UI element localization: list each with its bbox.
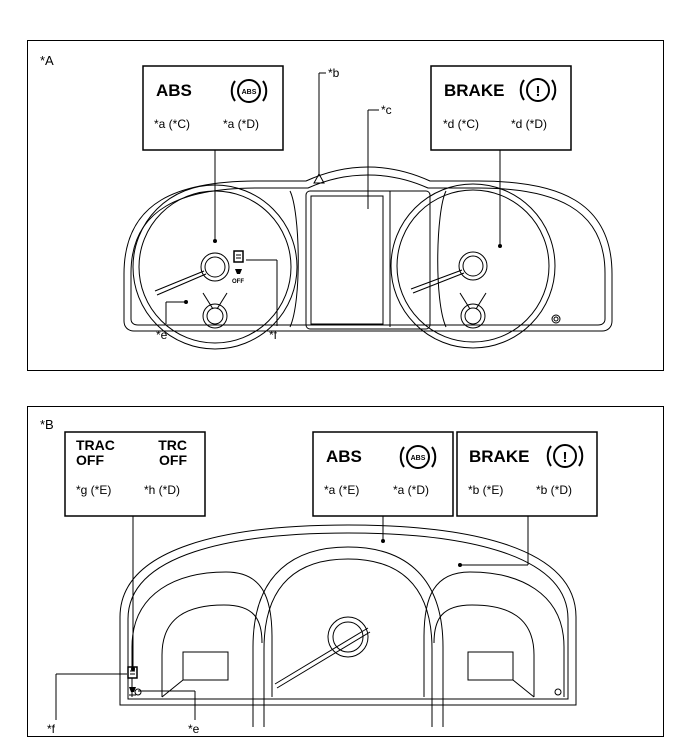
brake-title: BRAKE — [444, 81, 504, 100]
abs-right-label-b: *a (*D) — [393, 483, 429, 497]
instrument-cluster-b — [119, 524, 577, 727]
abs-warning-icon: ABS — [230, 79, 268, 103]
panel-a: *A ABS ABS *a (*C) *a (*D) BRAKE ! — [27, 40, 664, 371]
abs-indicator-box: ABS ABS *a (*C) *a (*D) — [142, 65, 284, 151]
brake-title-b: BRAKE — [469, 447, 529, 466]
brake-warning-icon-b: ! — [546, 444, 584, 468]
brake-indicator-box-b: BRAKE ! *b (*E) *b (*D) — [456, 431, 598, 517]
panel-a-tag: *A — [40, 53, 54, 68]
trc-off-title-2: OFF — [159, 452, 187, 468]
panel-b-drawing: *B TRAC OFF TRC OFF *g (*E) *h (*D) ABS … — [40, 417, 598, 736]
callout-e-b: *e — [188, 722, 200, 736]
vsc-off-indicator-icon: OFF — [232, 269, 244, 285]
abs-left-label-b: *a (*E) — [324, 483, 359, 497]
abs-left-label: *a (*C) — [154, 117, 190, 131]
abs-icon-text: ABS — [242, 89, 257, 96]
slip-indicator-icon — [233, 250, 244, 263]
brake-left-label-b: *b (*E) — [468, 483, 503, 497]
brake-warning-icon: ! — [519, 78, 557, 102]
master-warning-icon — [313, 172, 325, 184]
brake-right-label: *d (*D) — [511, 117, 547, 131]
panel-b-tag: *B — [40, 417, 54, 432]
trc-off-title-1: TRC — [158, 437, 187, 453]
callout-e: *e — [156, 328, 168, 342]
abs-title-b: ABS — [326, 447, 362, 466]
callout-b: *b — [328, 66, 340, 80]
instrument-cluster-a — [123, 166, 613, 350]
brake-left-label: *d (*C) — [443, 117, 479, 131]
abs-icon-text-b: ABS — [411, 455, 426, 462]
abs-warning-icon-b: ABS — [399, 445, 437, 469]
callout-c: *c — [381, 103, 392, 117]
panel-a-drawing: *A ABS ABS *a (*C) *a (*D) BRAKE ! — [40, 53, 613, 350]
off-icon-text: OFF — [232, 279, 244, 285]
abs-right-label: *a (*D) — [223, 117, 259, 131]
brake-icon-text: ! — [536, 83, 541, 100]
brake-indicator-box: BRAKE ! *d (*C) *d (*D) — [430, 65, 572, 151]
trac-off-indicator-box: TRAC OFF TRC OFF *g (*E) *h (*D) — [64, 431, 206, 517]
brake-right-label-b: *b (*D) — [536, 483, 572, 497]
trac-off-title-2: OFF — [76, 452, 104, 468]
abs-indicator-box-b: ABS ABS *a (*E) *a (*D) — [312, 431, 454, 517]
callout-f: *f — [269, 328, 278, 342]
trac-left-label: *g (*E) — [76, 483, 111, 497]
panel-b: *B TRAC OFF TRC OFF *g (*E) *h (*D) ABS … — [27, 406, 664, 737]
abs-title: ABS — [156, 81, 192, 100]
callout-f-b: *f — [47, 722, 56, 736]
brake-icon-text-b: ! — [563, 449, 568, 466]
trac-right-label: *h (*D) — [144, 483, 180, 497]
trac-off-title-1: TRAC — [76, 437, 115, 453]
vsc-off-indicator-icon-b — [129, 687, 136, 696]
